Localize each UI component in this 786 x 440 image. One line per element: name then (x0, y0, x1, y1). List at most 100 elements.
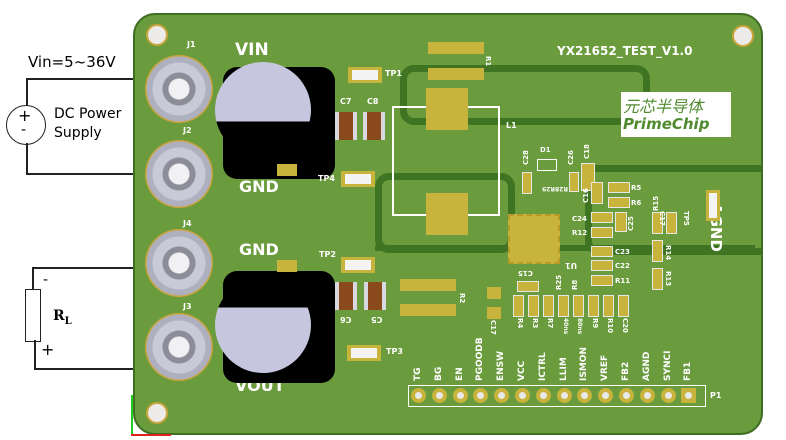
ref-r3: R3 (531, 318, 539, 329)
net-label-gnd-top: GND (239, 177, 279, 196)
resistor-r6 (608, 197, 630, 208)
logo-cn: 元芯半导体 (623, 97, 704, 116)
net-label-vin: VIN (235, 40, 269, 60)
test-point-tp5[interactable] (706, 190, 720, 221)
cap-c17-pad-b (487, 307, 501, 319)
source-wire-left-bottom (26, 143, 28, 173)
header-pin-label: ENSW (496, 350, 507, 381)
header-pin-label: PGOODB (475, 337, 486, 381)
header-pin-fb1[interactable] (681, 388, 697, 403)
header-pin-label: ISMON (579, 347, 590, 381)
header-pin-pgoodb[interactable] (473, 388, 489, 403)
logo-en: PrimeChip (623, 115, 710, 133)
ref-r2: R2 (458, 293, 466, 304)
pcb-board: VIN GND GND VOUT AGND YX21652_TEST_V1.0 … (133, 13, 763, 435)
cap-c6 (335, 282, 357, 310)
header-pin-ictrl[interactable] (535, 388, 551, 403)
header-pin-fb2[interactable] (619, 388, 634, 403)
header-pin-vref[interactable] (598, 388, 614, 403)
load-plus: + (41, 340, 55, 359)
header-pin-en[interactable] (452, 388, 468, 403)
electrolytic-cap-output-top (215, 277, 311, 373)
ic-u1 (508, 214, 560, 264)
terminal-j3[interactable] (145, 313, 213, 381)
board-title: YX21652_TEST_V1.0 (557, 44, 693, 58)
header-p1-outline (408, 385, 706, 407)
header-pin-label: FB1 (683, 361, 694, 381)
resistor-r3 (528, 295, 539, 317)
resistor-r15 (652, 212, 663, 234)
load-wire-bottom (34, 368, 140, 370)
ref-r10: R10 (606, 318, 614, 334)
ref-r28: R28 (555, 185, 568, 192)
ref-c20: C20 (621, 318, 629, 333)
cap-c20 (618, 295, 629, 317)
ref-l1: L1 (506, 121, 517, 130)
ref-c8: C8 (367, 97, 379, 106)
cap-c28 (522, 172, 532, 194)
axis-y-mark (131, 395, 133, 435)
header-pin-vcc[interactable] (515, 388, 530, 403)
load-minus: - (43, 272, 49, 288)
test-point-tp3[interactable] (347, 345, 381, 361)
header-pin-synci[interactable] (660, 388, 676, 403)
resistor-r25 (558, 295, 569, 317)
test-point-tp2[interactable] (341, 257, 375, 273)
resistor-r2-pad-b (400, 304, 456, 316)
load-wire-left-bottom (34, 340, 36, 368)
ref-r15: R15 (652, 195, 660, 211)
cap-input-pad (277, 164, 297, 176)
resistor-r8 (573, 295, 584, 317)
cap-c23 (591, 246, 613, 257)
source-label-2: Supply (54, 125, 102, 141)
ref-c18: C18 (583, 144, 591, 159)
ref-j2: J2 (183, 126, 192, 135)
header-pin-ismon[interactable] (577, 388, 593, 403)
ref-c24: C24 (572, 215, 587, 223)
resistor-r9 (588, 295, 599, 317)
resistor-r11 (591, 275, 613, 286)
header-pin-llim[interactable] (556, 388, 572, 403)
ref-c17: C17 (489, 320, 497, 335)
resistor-r1-pad-a (428, 42, 484, 54)
ref-tp4: TP4 (318, 174, 335, 183)
source-plus: + (18, 106, 32, 125)
ref-r11: R11 (615, 277, 631, 285)
ref-c26: C26 (567, 150, 575, 165)
cap-c8 (363, 112, 385, 140)
ref-r4: R4 (516, 318, 524, 329)
ref-c23: C23 (615, 248, 630, 256)
terminal-j4[interactable] (145, 229, 213, 297)
ref-r14: R14 (664, 245, 672, 261)
test-point-tp4[interactable] (341, 171, 375, 187)
ref-d1: D1 (540, 146, 551, 154)
ref-r1: R1 (484, 56, 492, 67)
resistor-r13 (652, 268, 663, 290)
resistor-r10 (603, 295, 614, 317)
terminal-j1[interactable] (145, 55, 213, 123)
inductor-l1-pad-bottom (426, 193, 468, 235)
header-pin-ensw[interactable] (494, 388, 510, 403)
ref-c15: C15 (518, 269, 533, 277)
terminal-j2[interactable] (145, 140, 213, 208)
header-pin-agnd[interactable] (639, 388, 655, 403)
cap-c15 (517, 281, 539, 292)
resistor-r14 (652, 240, 663, 262)
load-label-r: R (53, 308, 65, 324)
header-pin-label: AGND (641, 351, 652, 381)
load-label: RL (53, 308, 72, 327)
test-point-tp1[interactable] (348, 67, 382, 83)
source-wire-bottom (26, 173, 140, 175)
ref-r6: R6 (631, 199, 642, 207)
ref-p1: P1 (710, 391, 722, 400)
ref-j1: J1 (187, 40, 196, 49)
axis-x-mark (131, 434, 171, 436)
resistor-r1-pad-b (428, 68, 484, 80)
load-wire-left-top (32, 267, 34, 289)
load-wire-top (32, 267, 140, 269)
header-pin-tg[interactable] (411, 388, 426, 403)
header-pin-label: FB2 (621, 361, 631, 381)
ref-tp5: TP5 (682, 211, 690, 226)
header-pin-bg[interactable] (431, 388, 447, 403)
header-pin-label: VCC (517, 360, 527, 381)
